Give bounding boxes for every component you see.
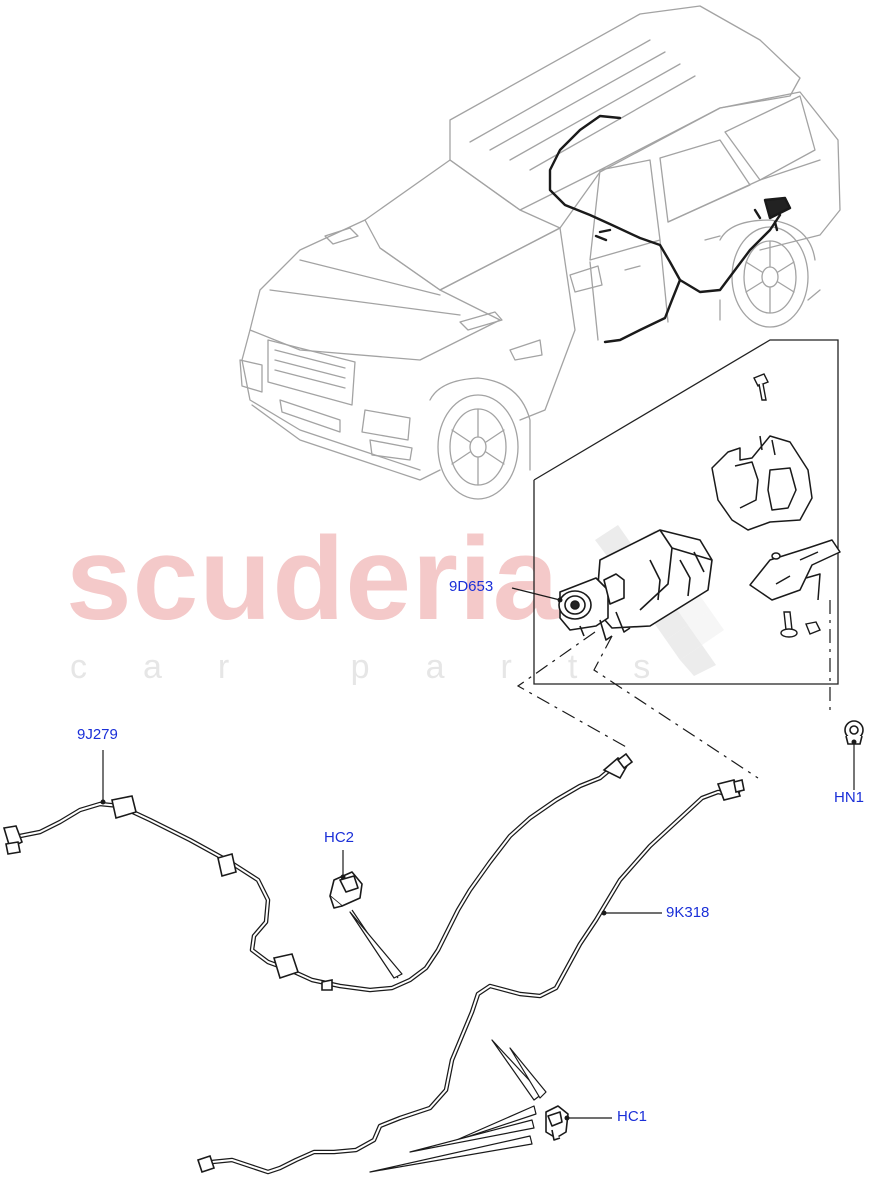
pipe-9j279-fittings	[2, 752, 634, 991]
pipe-9j279-inner	[9, 763, 621, 991]
callout-9k318[interactable]: 9K318	[666, 904, 710, 921]
watermark-tagline: car parts	[70, 648, 707, 686]
leader-dots	[100, 597, 857, 1121]
canister-bolt	[780, 611, 821, 638]
callout-hc1[interactable]: HC1	[617, 1108, 648, 1125]
callout-hc2[interactable]: HC2	[324, 829, 355, 846]
canister-inset-frame	[533, 339, 839, 685]
clip-pointer-wedges	[349, 911, 547, 1173]
pipe-9k318-inner	[211, 791, 739, 1173]
bracket-bolt	[753, 373, 769, 401]
evap-canister	[558, 529, 713, 641]
pipe-9k318-fittings	[196, 779, 745, 1174]
callout-9j279[interactable]: 9J279	[77, 726, 118, 743]
pipe-9k318	[209, 789, 741, 1175]
callout-9d653[interactable]: 9D653	[449, 578, 494, 595]
canister-heat-shield	[711, 435, 813, 531]
vehicle-illustration	[239, 5, 841, 500]
connection-dashed-lines	[516, 600, 831, 779]
watermark-logo: scuderia	[66, 513, 560, 645]
callout-hn1[interactable]: HN1	[834, 789, 865, 806]
clip-hc1-part	[545, 1105, 569, 1141]
canister-bracket	[749, 539, 841, 601]
clip-hc2-part	[329, 871, 363, 909]
pipe-9j279	[7, 761, 623, 993]
vehicle-pipe-routing	[548, 114, 792, 344]
